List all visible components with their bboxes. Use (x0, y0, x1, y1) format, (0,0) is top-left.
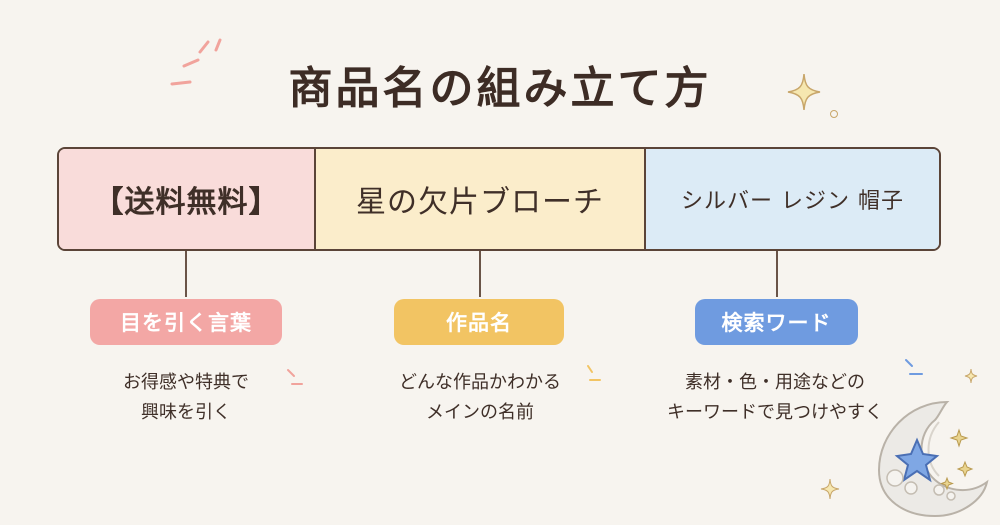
moon-brooch-icon (877, 400, 989, 518)
connector-line (185, 251, 187, 297)
description-catchphrase: お得感や特典で 興味を引く (86, 368, 286, 428)
description-line: キーワードで見つけやすく (667, 402, 883, 423)
page-title: 商品名の組み立て方 (288, 63, 712, 114)
description-line: お得感や特典で (123, 372, 249, 393)
description-product-name: どんな作品かわかる メインの名前 (370, 368, 590, 428)
sparkle-icon (964, 368, 978, 384)
connector-line (479, 251, 481, 297)
segment-search-keywords: シルバー レジン 帽子 (646, 149, 939, 249)
label-product-name: 作品名 (394, 299, 564, 345)
segment-catchphrase: 【送料無料】 (59, 149, 316, 249)
connector-line (776, 251, 778, 297)
accent-tick-icon (587, 365, 601, 381)
description-line: 興味を引く (141, 402, 231, 423)
description-line: どんな作品かわかる (399, 372, 561, 393)
label-catchphrase: 目を引く言葉 (90, 299, 282, 345)
accent-tick-icon (905, 359, 923, 375)
description-line: メインの名前 (426, 402, 534, 423)
product-name-bar: 【送料無料】 星の欠片ブローチ シルバー レジン 帽子 (57, 147, 941, 251)
description-line: 素材・色・用途などの (685, 372, 865, 393)
accent-lines-icon (170, 38, 222, 86)
segment-product-name: 星の欠片ブローチ (316, 149, 646, 249)
sparkle-dot-icon (830, 110, 838, 118)
sparkle-icon (820, 478, 840, 500)
label-search-keywords: 検索ワード (695, 299, 858, 345)
accent-tick-icon (287, 369, 303, 385)
description-search-keywords: 素材・色・用途などの キーワードで見つけやすく (640, 368, 910, 428)
sparkle-icon (787, 73, 821, 111)
